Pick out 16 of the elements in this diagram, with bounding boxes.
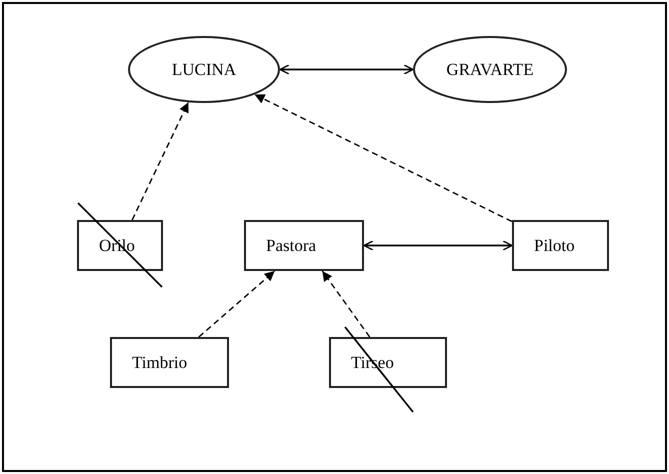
name-box xyxy=(77,220,163,271)
arrow xyxy=(132,102,189,220)
name-box xyxy=(329,337,447,388)
node-label: GRAVARTE xyxy=(446,60,534,80)
arrow xyxy=(363,240,513,251)
node-label: Timbrio xyxy=(132,352,188,372)
arrow xyxy=(322,270,370,338)
name-box xyxy=(110,337,229,388)
name-box xyxy=(512,220,609,271)
node-label: Pastora xyxy=(266,236,316,256)
node-label: LUCINA xyxy=(172,60,236,80)
node-label: Piloto xyxy=(534,236,575,256)
arrow xyxy=(254,94,512,222)
name-box xyxy=(244,220,364,271)
arrow xyxy=(279,64,414,75)
arrow xyxy=(198,270,276,338)
